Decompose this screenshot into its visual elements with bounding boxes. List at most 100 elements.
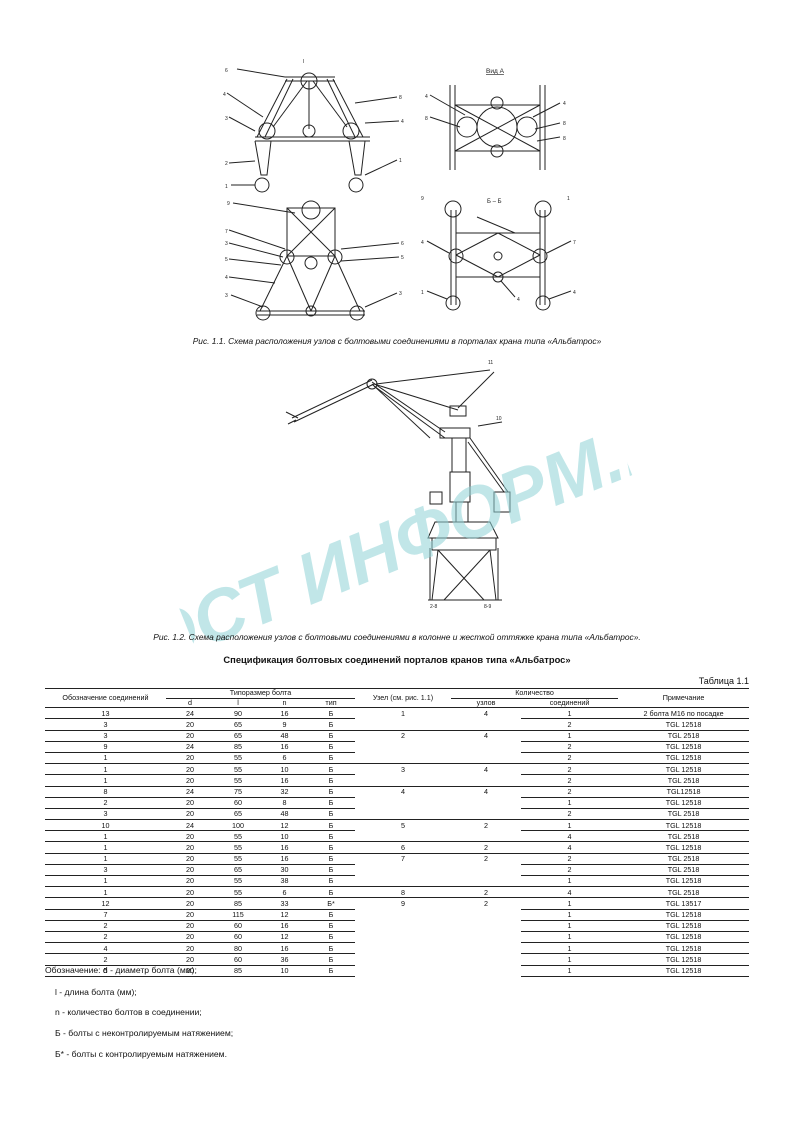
table-cell-note: TGL 12518 [618,908,750,921]
table-cell-joints: 1 [521,874,619,887]
table-cell-nodes: 2 [451,841,522,854]
svg-text:1: 1 [421,290,424,296]
table-number: Таблица 1.1 [698,676,749,686]
table-cell-joints: 1 [521,942,619,954]
table-cell-nodes [451,965,521,976]
table-cell-t: Б [307,751,356,764]
table-cell-node [355,931,451,942]
table-cell-note: TGL 12518 [618,819,750,831]
table-cell-des: 1 [45,830,166,842]
table-cell-nodes [451,808,521,819]
table-cell-t: Б [307,774,356,786]
table-cell-t: Б [307,863,356,876]
table-cell-n: 16 [262,919,307,932]
table-cell-des: 1 [45,886,166,898]
table-cell-l: 60 [214,930,262,943]
table-cell-note: TGL 2518 [618,886,750,898]
table-cell-node [355,920,451,931]
legend-line-1: l - длина болта (мм); [55,987,137,997]
svg-text:7: 7 [225,229,228,235]
table-cell-d: 20 [166,807,214,820]
svg-text:1: 1 [225,184,228,190]
table-cell-note: TGL 12518 [618,841,750,854]
table-cell-node [355,752,451,763]
table-cell-nodes [451,876,521,887]
table-cell-l: 75 [214,785,262,798]
table-cell-t: Б [307,953,356,965]
table-cell-node [355,864,451,875]
legend-line-3: Б - болты с неконтролируемым натяжением; [55,1028,234,1038]
table-cell-note: TGL 2518 [618,852,750,865]
table-cell-note: TGL 12518 [618,796,750,809]
table-cell-node: 7 [355,852,452,865]
svg-text:7: 7 [573,240,576,246]
table-cell-d: 24 [186,708,194,718]
svg-text:9: 9 [421,196,424,202]
header-quantity: Количество [451,688,619,699]
svg-text:1: 1 [399,158,402,164]
table-cell-l: 55 [214,763,262,775]
table-cell-d: 20 [166,774,214,786]
table-cell-nodes: 2 [451,852,522,865]
table-cell-nodes: 4 [451,763,522,775]
view-a-label: Вид А [486,68,505,75]
table-cell-nodes: 4 [484,708,489,718]
table-cell-node: 9 [355,897,452,910]
portal-front-view [228,200,400,321]
table-cell-l: 65 [214,863,262,876]
table-cell-nodes [451,775,521,786]
table-cell-n: 48 [262,729,307,742]
table-cell-nodes [451,943,521,954]
table-cell-node [355,719,451,730]
table-cell-des: 12 [45,897,166,910]
table-cell-des: 1 [45,763,166,775]
header-bolt-size: Типоразмер болта [166,688,356,699]
header-nodes: узлов [451,698,522,709]
svg-text:4: 4 [421,240,424,246]
table-cell-t: Б [307,886,356,898]
table-cell-t: Б [307,819,356,831]
svg-text:2: 2 [225,161,228,167]
table-cell-t: Б [307,830,356,842]
table-cell-des: 1 [45,852,166,865]
table-cell-joints: 1 [521,729,619,742]
figure-1-1-caption: Рис. 1.1. Схема расположения узлов с бол… [192,336,602,346]
table-cell-joints: 1 [521,796,619,809]
table-cell-nodes [451,741,521,752]
table-cell-des: 2 [45,930,166,943]
header-designation: Обозначение соединений [45,687,166,709]
table-cell-nodes [451,909,521,920]
figure-1-2-label-top: 11 [488,360,493,366]
table-cell-node [355,808,451,819]
table-cell-node: 2 [355,729,452,742]
table-cell-note: TGL 13517 [618,897,750,910]
table-cell-t: Б [307,763,356,775]
table-cell-note: TGL 2518 [618,774,750,786]
table-cell-joints: 1 [521,897,619,910]
table-cell-note: TGL 12518 [618,919,750,932]
table-cell-des: 8 [45,785,166,798]
table-cell-t: Б [307,740,356,753]
table-cell-node: 4 [355,785,452,798]
table-cell-note: TGL 2518 [618,830,750,842]
svg-text:8: 8 [563,136,566,142]
table-cell-n: 16 [262,774,307,786]
view-b-label: Б – Б [487,199,502,205]
table-cell-des: 7 [45,908,166,921]
table-cell-t: Б [307,942,356,954]
header-node: Узел (см. рис. 1.1) [355,687,452,709]
svg-text:3: 3 [225,293,228,299]
svg-text:4: 4 [425,94,428,100]
table-cell-d: 20 [166,830,214,842]
table-cell-n: 16 [262,852,307,865]
svg-text:4: 4 [517,297,520,303]
legend-line-0: Обозначение: d - диаметр болта (мм); [45,965,197,975]
table-cell-des: 1 [45,874,166,887]
